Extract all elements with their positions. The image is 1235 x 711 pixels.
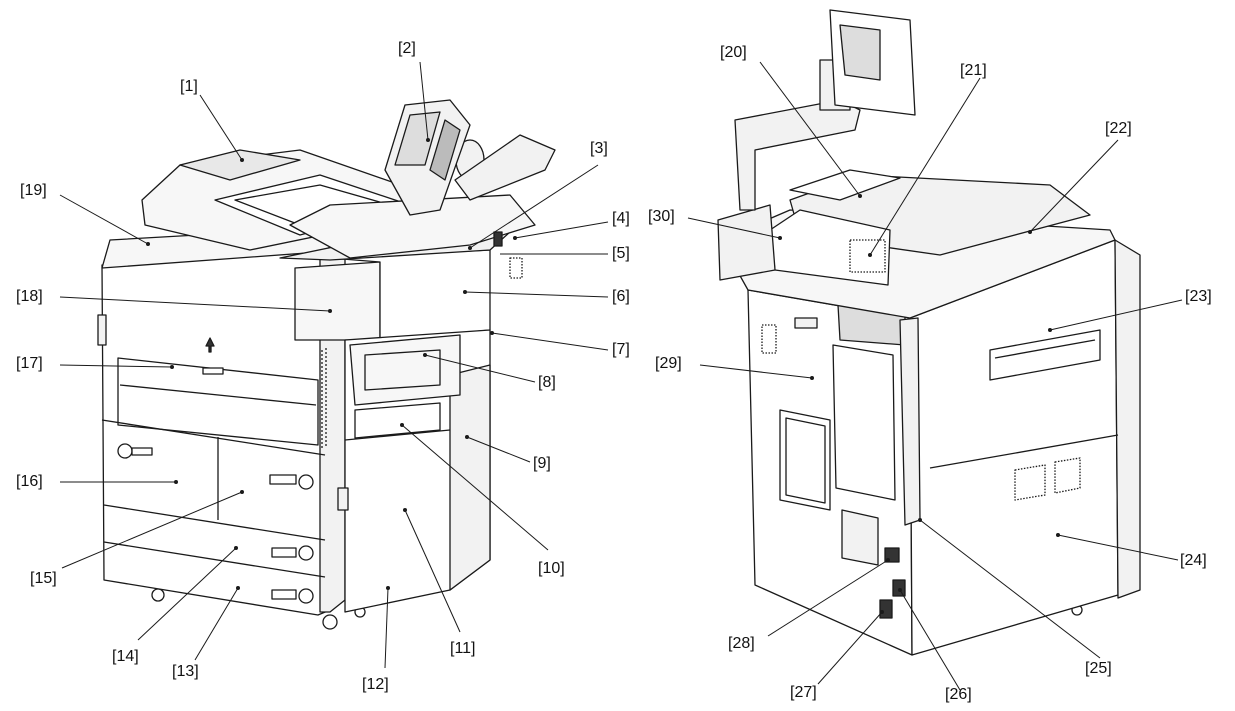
callout-17: [17] (16, 355, 43, 372)
front-caster-mid (322, 614, 338, 630)
callout-10: [10] (538, 560, 565, 577)
front-door-line-1 (101, 419, 326, 456)
callout-21: [21] (960, 62, 987, 79)
rear-monitor-back (839, 24, 881, 81)
callout-9: [9] (533, 455, 551, 472)
callout-19: [19] (20, 182, 47, 199)
front-panel-arm (454, 134, 556, 201)
front-handle-17 (202, 367, 224, 375)
rear-connector-27 (879, 599, 893, 619)
front-vent-left (321, 348, 327, 450)
callout-22: [22] (1105, 120, 1132, 137)
front-knob-14 (298, 545, 314, 561)
rear-window-29 (779, 409, 831, 511)
callout-12: [12] (362, 676, 389, 693)
front-caster-left (151, 588, 165, 602)
front-adf-feeder (179, 149, 301, 181)
rear-handle-29 (794, 317, 818, 329)
front-view-machine (97, 99, 556, 630)
rear-connector-26 (892, 579, 906, 597)
front-leader-dots (146, 138, 517, 590)
front-knob-13 (298, 588, 314, 604)
front-door-slot (117, 357, 319, 446)
front-door-line-3 (103, 541, 326, 578)
rear-vent-24a (1014, 464, 1046, 501)
callout-5: [5] (612, 245, 630, 262)
callout-18: [18] (16, 288, 43, 305)
callout-29: [29] (655, 355, 682, 372)
front-right-unit-split (344, 429, 451, 441)
rear-side-block-30 (717, 204, 776, 281)
rear-leader-lines (687, 61, 1183, 691)
rear-right-split (929, 434, 1119, 469)
front-scanner-housing (294, 261, 381, 341)
rear-handle-23-inner (994, 339, 1096, 359)
callout-24: [24] (1180, 552, 1207, 569)
callout-26: [26] (945, 686, 972, 703)
callout-6: [6] (612, 288, 630, 305)
front-door-line-2 (103, 504, 326, 541)
front-handle-16 (131, 447, 153, 456)
callout-7: [7] (612, 341, 630, 358)
callout-15: [15] (30, 570, 57, 587)
callout-30: [30] (648, 208, 675, 225)
front-control-keys (429, 119, 461, 181)
front-power-switch (493, 231, 503, 247)
front-vent-4 (509, 257, 523, 279)
rear-handle-23 (989, 329, 1101, 381)
front-leader-lines (59, 61, 609, 669)
front-door-slot-inner (119, 384, 317, 406)
front-panel-10 (354, 402, 441, 439)
rear-output-tray (789, 169, 901, 201)
rear-controller-box (832, 344, 896, 501)
callout-8: [8] (538, 374, 556, 391)
callout-20: [20] (720, 44, 747, 61)
callout-16: [16] (16, 473, 43, 490)
callout-2: [2] (398, 40, 416, 57)
front-knob-15 (298, 474, 314, 490)
callout-1: [1] (180, 78, 198, 95)
front-transport-unit (349, 334, 461, 406)
front-door-arrow (205, 337, 215, 353)
front-transport-handle (364, 349, 441, 391)
front-scanner-bed (289, 194, 536, 259)
front-right-unit-side (449, 364, 491, 591)
front-knob-16a (117, 443, 133, 459)
rear-vent-small (761, 324, 777, 354)
rear-window-29-inner (785, 417, 826, 504)
rear-leader-dots (778, 194, 1060, 614)
front-handle-14 (271, 547, 297, 558)
front-handle-15 (269, 474, 297, 485)
rear-vent-21 (849, 239, 886, 273)
callout-27: [27] (790, 684, 817, 701)
callout-28: [28] (728, 635, 755, 652)
rear-lower-box (841, 509, 879, 566)
front-control-screen (394, 111, 441, 166)
callout-3: [3] (590, 140, 608, 157)
front-latch-11 (337, 487, 349, 511)
callout-25: [25] (1085, 660, 1112, 677)
callout-23: [23] (1185, 288, 1212, 305)
callout-4: [4] (612, 210, 630, 227)
callout-11: [11] (450, 640, 476, 657)
callout-14: [14] (112, 648, 139, 665)
rear-vent-24b (1054, 457, 1081, 494)
rear-view-machine (717, 9, 1141, 656)
rear-far-side (1114, 239, 1141, 599)
front-side-latch (97, 314, 107, 346)
front-handle-13 (271, 589, 297, 600)
callout-13: [13] (172, 663, 199, 680)
